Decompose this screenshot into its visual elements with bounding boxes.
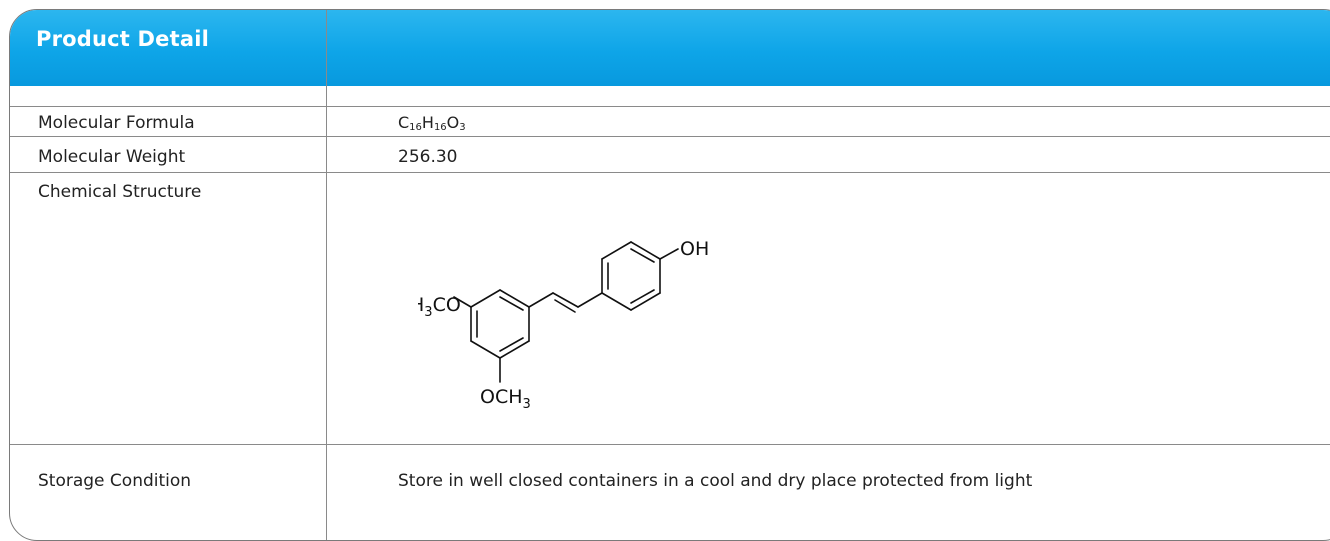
double-bond	[499, 337, 524, 352]
bond	[470, 340, 501, 359]
formula-subscript-o: 3	[459, 122, 466, 133]
bottom-methoxy-och: OCH	[480, 386, 523, 408]
bond	[630, 241, 661, 260]
formula-subscript-c: 16	[409, 122, 422, 133]
storage-value: Store in well closed containers in a coo…	[398, 471, 1033, 491]
row-divider	[10, 444, 1330, 445]
bond	[659, 248, 679, 260]
row-divider	[10, 136, 1330, 137]
weight-value: 256.30	[398, 147, 458, 167]
bond	[601, 241, 632, 260]
double-bond	[630, 248, 655, 263]
weight-label: Molecular Weight	[38, 147, 186, 167]
formula-value: C16H16O3	[398, 113, 466, 133]
column-divider	[326, 10, 327, 540]
hydroxyl-label: OH	[680, 238, 709, 260]
structure-label: Chemical Structure	[38, 182, 202, 202]
formula-element-o: O	[446, 113, 460, 132]
double-bond	[499, 296, 524, 311]
double-bond	[630, 289, 655, 304]
bond	[630, 292, 661, 311]
bond	[577, 292, 603, 308]
product-detail-card: Product Detail Molecular Formula C16H16O…	[9, 9, 1330, 541]
formula-element-c: C	[398, 113, 410, 132]
left-methoxy-h: H	[418, 294, 424, 316]
storage-label: Storage Condition	[38, 471, 192, 491]
bond	[499, 340, 530, 359]
row-divider	[10, 172, 1330, 173]
card-header: Product Detail	[10, 10, 1330, 86]
bond	[453, 296, 472, 308]
formula-label: Molecular Formula	[38, 113, 195, 133]
bond	[552, 292, 579, 308]
bond	[528, 292, 554, 308]
left-methoxy-subscript: 3	[424, 305, 432, 320]
formula-element-h: H	[421, 113, 434, 132]
left-methoxy-co: CO	[433, 294, 461, 316]
double-bond	[554, 299, 576, 313]
formula-subscript-h: 16	[433, 122, 447, 133]
row-divider	[10, 106, 1330, 107]
bottom-methoxy-label: OCH3	[480, 386, 531, 412]
bond	[601, 292, 632, 311]
bond	[470, 289, 501, 308]
page-title: Product Detail	[36, 27, 210, 51]
bottom-methoxy-subscript: 3	[523, 397, 531, 412]
bond	[499, 289, 530, 308]
